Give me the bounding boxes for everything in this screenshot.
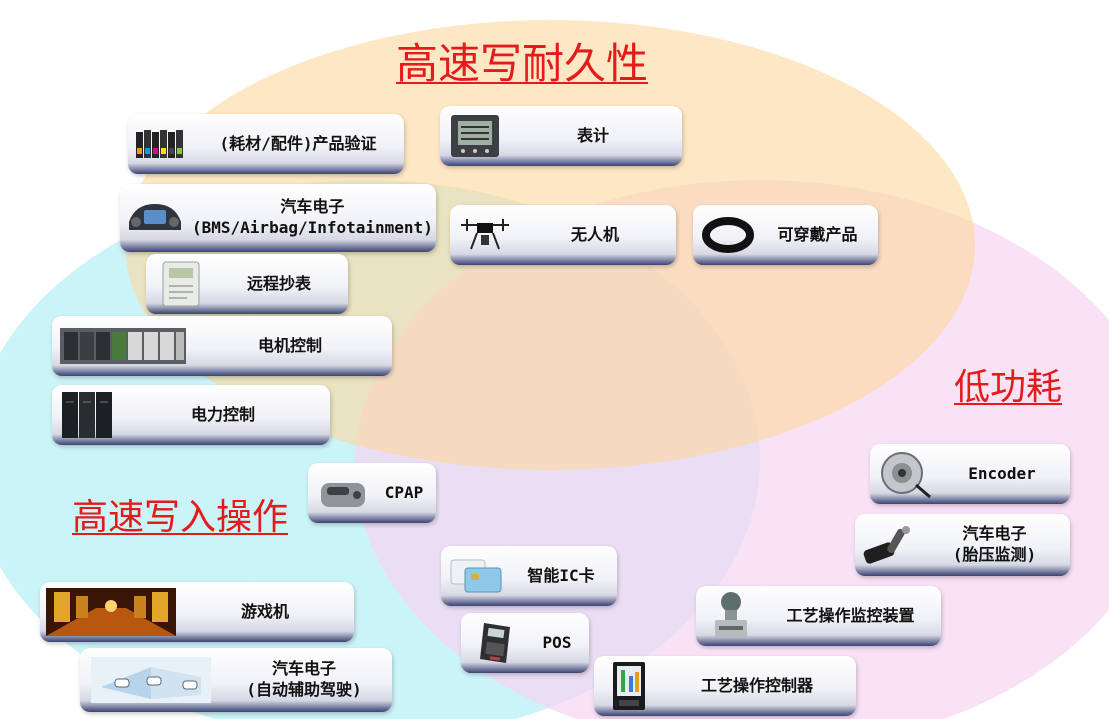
card-cpap[interactable]: CPAP: [308, 463, 436, 523]
ink-cartridges-icon: [134, 121, 192, 167]
card-label: POS: [542, 632, 572, 652]
car-dashboard-icon: [126, 195, 184, 241]
card-label: 智能IC卡: [527, 565, 595, 585]
card-process-monitor[interactable]: 工艺操作监控装置: [696, 586, 941, 646]
card-smart-card[interactable]: 智能IC卡: [441, 546, 617, 606]
process-controller-icon: [600, 662, 658, 710]
power-cabinet-icon: [58, 392, 116, 438]
card-power-control[interactable]: 电力控制: [52, 385, 330, 445]
card-label: 远程抄表: [246, 273, 311, 293]
drone-icon: [456, 212, 514, 258]
card-adas[interactable]: 汽车电子 (自动辅助驾驶): [80, 648, 392, 712]
card-consumables[interactable]: (耗材/配件)产品验证: [128, 114, 404, 174]
pos-terminal-icon: [467, 620, 525, 666]
cpap-device-icon: [314, 470, 372, 516]
card-label: 工艺操作控制器: [700, 675, 813, 695]
slot-machines-icon: [46, 588, 176, 636]
card-automotive[interactable]: 汽车电子 (BMS/Airbag/Infotainment): [120, 184, 436, 252]
ic-card-icon: [447, 553, 505, 599]
card-process-controller[interactable]: 工艺操作控制器: [594, 656, 856, 716]
card-pos[interactable]: POS: [461, 613, 589, 673]
pressure-transmitter-icon: [702, 592, 760, 639]
card-meter[interactable]: 表计: [440, 106, 682, 166]
card-label: 电机控制: [257, 335, 322, 355]
card-label: 可穿戴产品: [777, 224, 858, 244]
card-label: (耗材/配件)产品验证: [219, 133, 377, 153]
card-remote-reading[interactable]: 远程抄表: [146, 254, 348, 314]
card-tpms[interactable]: 汽车电子 (胎压监测): [855, 514, 1070, 576]
card-motor-control[interactable]: 电机控制: [52, 316, 392, 376]
card-label: 电力控制: [190, 404, 255, 424]
card-label: 汽车电子 (自动辅助驾驶): [246, 659, 362, 699]
card-label: 汽车电子 (BMS/Airbag/Infotainment): [192, 197, 433, 237]
card-label: 工艺操作监控装置: [786, 605, 915, 625]
wristband-icon: [699, 212, 757, 258]
card-gaming[interactable]: 游戏机: [40, 582, 354, 642]
card-label: 汽车电子 (胎压监测): [952, 524, 1037, 564]
card-label: 表计: [576, 125, 609, 145]
panel-meter-icon: [446, 113, 504, 159]
card-label: 无人机: [570, 224, 619, 244]
card-label: CPAP: [384, 482, 424, 502]
heading-write-endurance: 高速写耐久性: [396, 39, 649, 88]
card-drone[interactable]: 无人机: [450, 205, 676, 265]
plc-rack-icon: [58, 323, 188, 369]
card-label: Encoder: [968, 463, 1036, 483]
electric-meter-icon: [152, 261, 210, 307]
heading-high-speed-write: 高速写入操作: [72, 497, 289, 538]
card-label: 游戏机: [240, 601, 289, 621]
rotary-encoder-icon: [876, 451, 934, 499]
card-wearable[interactable]: 可穿戴产品: [693, 205, 878, 265]
heading-low-power: 低功耗: [954, 367, 1063, 408]
tire-valve-sensor-icon: [861, 522, 919, 568]
card-encoder[interactable]: Encoder: [870, 444, 1070, 504]
driver-assistance-icon: [86, 657, 216, 703]
